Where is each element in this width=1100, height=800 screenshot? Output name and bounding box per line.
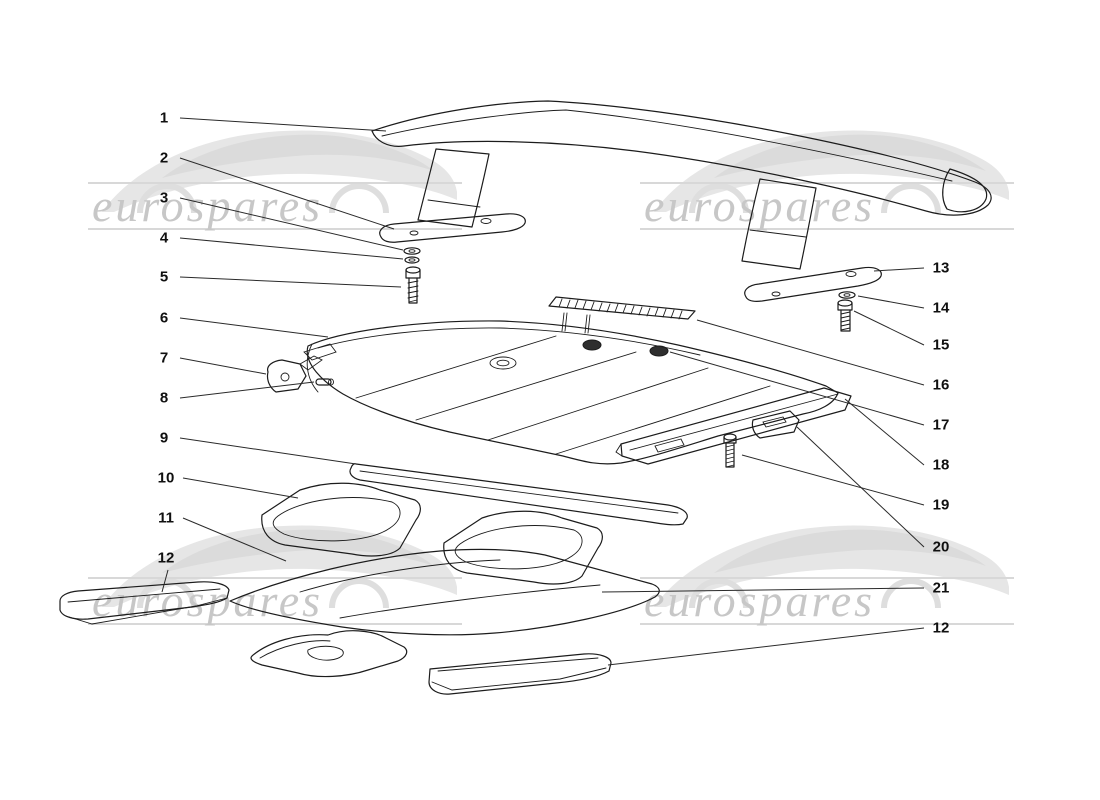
watermark-text: eurospares bbox=[644, 575, 875, 626]
callout-11: 11 bbox=[158, 509, 174, 527]
callout-12: 12 bbox=[157, 549, 175, 567]
wing-mount-plate-right bbox=[744, 266, 882, 302]
frame-stud-bolt bbox=[723, 433, 737, 468]
rear-wing bbox=[371, 100, 992, 270]
drawing-layer bbox=[59, 100, 992, 695]
callout-8: 8 bbox=[159, 389, 169, 407]
leader-line-10 bbox=[182, 477, 299, 499]
callout-4: 4 bbox=[159, 229, 169, 247]
floor-mat-left bbox=[261, 482, 421, 557]
lid-hinge bbox=[266, 355, 323, 393]
leader-line-17 bbox=[669, 351, 925, 426]
grommets bbox=[582, 339, 669, 357]
watermark-top-left: eurospares bbox=[88, 131, 462, 231]
callout-16: 16 bbox=[932, 376, 950, 394]
callout-20: 20 bbox=[932, 538, 950, 556]
callout-7: 7 bbox=[159, 349, 169, 367]
leader-line-16 bbox=[696, 319, 925, 386]
wing-fastener-stack-right bbox=[837, 291, 856, 332]
leader-line-14 bbox=[857, 295, 925, 309]
watermark-bottom-right: eurospares bbox=[640, 526, 1014, 626]
rocker-trim-right bbox=[428, 653, 612, 695]
callout-21: 21 bbox=[932, 579, 950, 597]
callout-5: 5 bbox=[159, 268, 169, 286]
leader-line-5 bbox=[179, 276, 402, 288]
leader-line-15 bbox=[853, 310, 925, 346]
leader-line-4 bbox=[179, 237, 404, 260]
wing-fastener-stack-left bbox=[403, 247, 421, 304]
leader-lines-layer bbox=[161, 117, 925, 666]
vent-strip bbox=[548, 296, 696, 334]
leader-line-6 bbox=[179, 317, 329, 338]
watermark-text: eurospares bbox=[92, 180, 323, 231]
callout-9: 9 bbox=[159, 429, 169, 447]
carpet bbox=[229, 548, 660, 636]
callout-3: 3 bbox=[159, 189, 169, 207]
leader-line-3 bbox=[179, 197, 404, 251]
callout-1: 1 bbox=[159, 109, 169, 127]
sill-strip bbox=[349, 463, 688, 526]
leader-line-2 bbox=[179, 157, 395, 230]
watermark-top-right: eurospares bbox=[640, 131, 1014, 231]
leader-line-18 bbox=[844, 398, 925, 466]
wing-mount-plate-left bbox=[379, 213, 526, 243]
leader-line-1 bbox=[179, 117, 387, 132]
leader-line-12 bbox=[607, 627, 925, 666]
callout-15: 15 bbox=[932, 336, 950, 354]
rear-frame-channel bbox=[615, 387, 852, 465]
rocker-trim-left bbox=[59, 581, 230, 625]
callout-2: 2 bbox=[159, 149, 169, 167]
hinge-pin bbox=[315, 378, 334, 386]
leader-line-9 bbox=[179, 437, 357, 465]
leader-line-13 bbox=[873, 267, 925, 272]
latch-bracket bbox=[751, 410, 800, 439]
leader-line-20 bbox=[796, 426, 925, 548]
callout-17: 17 bbox=[932, 416, 950, 434]
leader-line-19 bbox=[741, 454, 925, 506]
leader-line-8 bbox=[179, 381, 315, 399]
leader-line-11 bbox=[182, 517, 287, 562]
callout-18: 18 bbox=[932, 456, 950, 474]
callout-19: 19 bbox=[932, 496, 950, 514]
callout-6: 6 bbox=[159, 309, 169, 327]
callout-10: 10 bbox=[157, 469, 175, 487]
engine-lid-panel bbox=[303, 320, 839, 465]
callout-14: 14 bbox=[932, 299, 950, 317]
leader-line-12 bbox=[161, 569, 169, 593]
leader-line-21 bbox=[601, 587, 925, 593]
leader-line-7 bbox=[179, 357, 267, 375]
center-bracket-trim bbox=[250, 630, 408, 678]
callout-12: 12 bbox=[932, 619, 950, 637]
callout-13: 13 bbox=[932, 259, 950, 277]
